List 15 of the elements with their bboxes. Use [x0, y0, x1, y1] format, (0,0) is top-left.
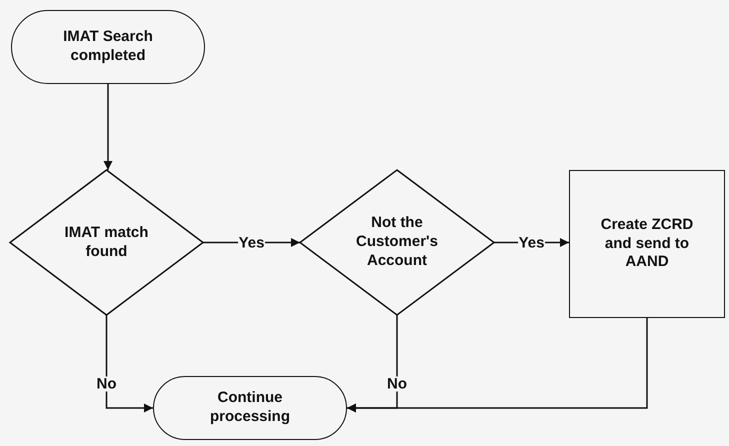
node-text: Continue processing: [208, 389, 292, 427]
node-text: Not the Customer's Account: [355, 214, 439, 271]
edge-label: No: [96, 376, 118, 392]
node-text: IMAT Search completed: [62, 28, 154, 66]
arrow: [106, 315, 153, 412]
node-text: Create ZCRD and send to AAND: [600, 216, 694, 272]
edge-label: Yes: [518, 235, 546, 250]
node-text: IMAT match found: [64, 224, 150, 262]
decision-diamond: [300, 170, 494, 315]
process-box: [569, 170, 725, 318]
edge-label: Yes: [238, 235, 266, 250]
edge-label: No: [386, 376, 408, 392]
decision-diamond: [10, 170, 203, 315]
arrow: [347, 318, 648, 412]
arrow: [104, 84, 112, 170]
